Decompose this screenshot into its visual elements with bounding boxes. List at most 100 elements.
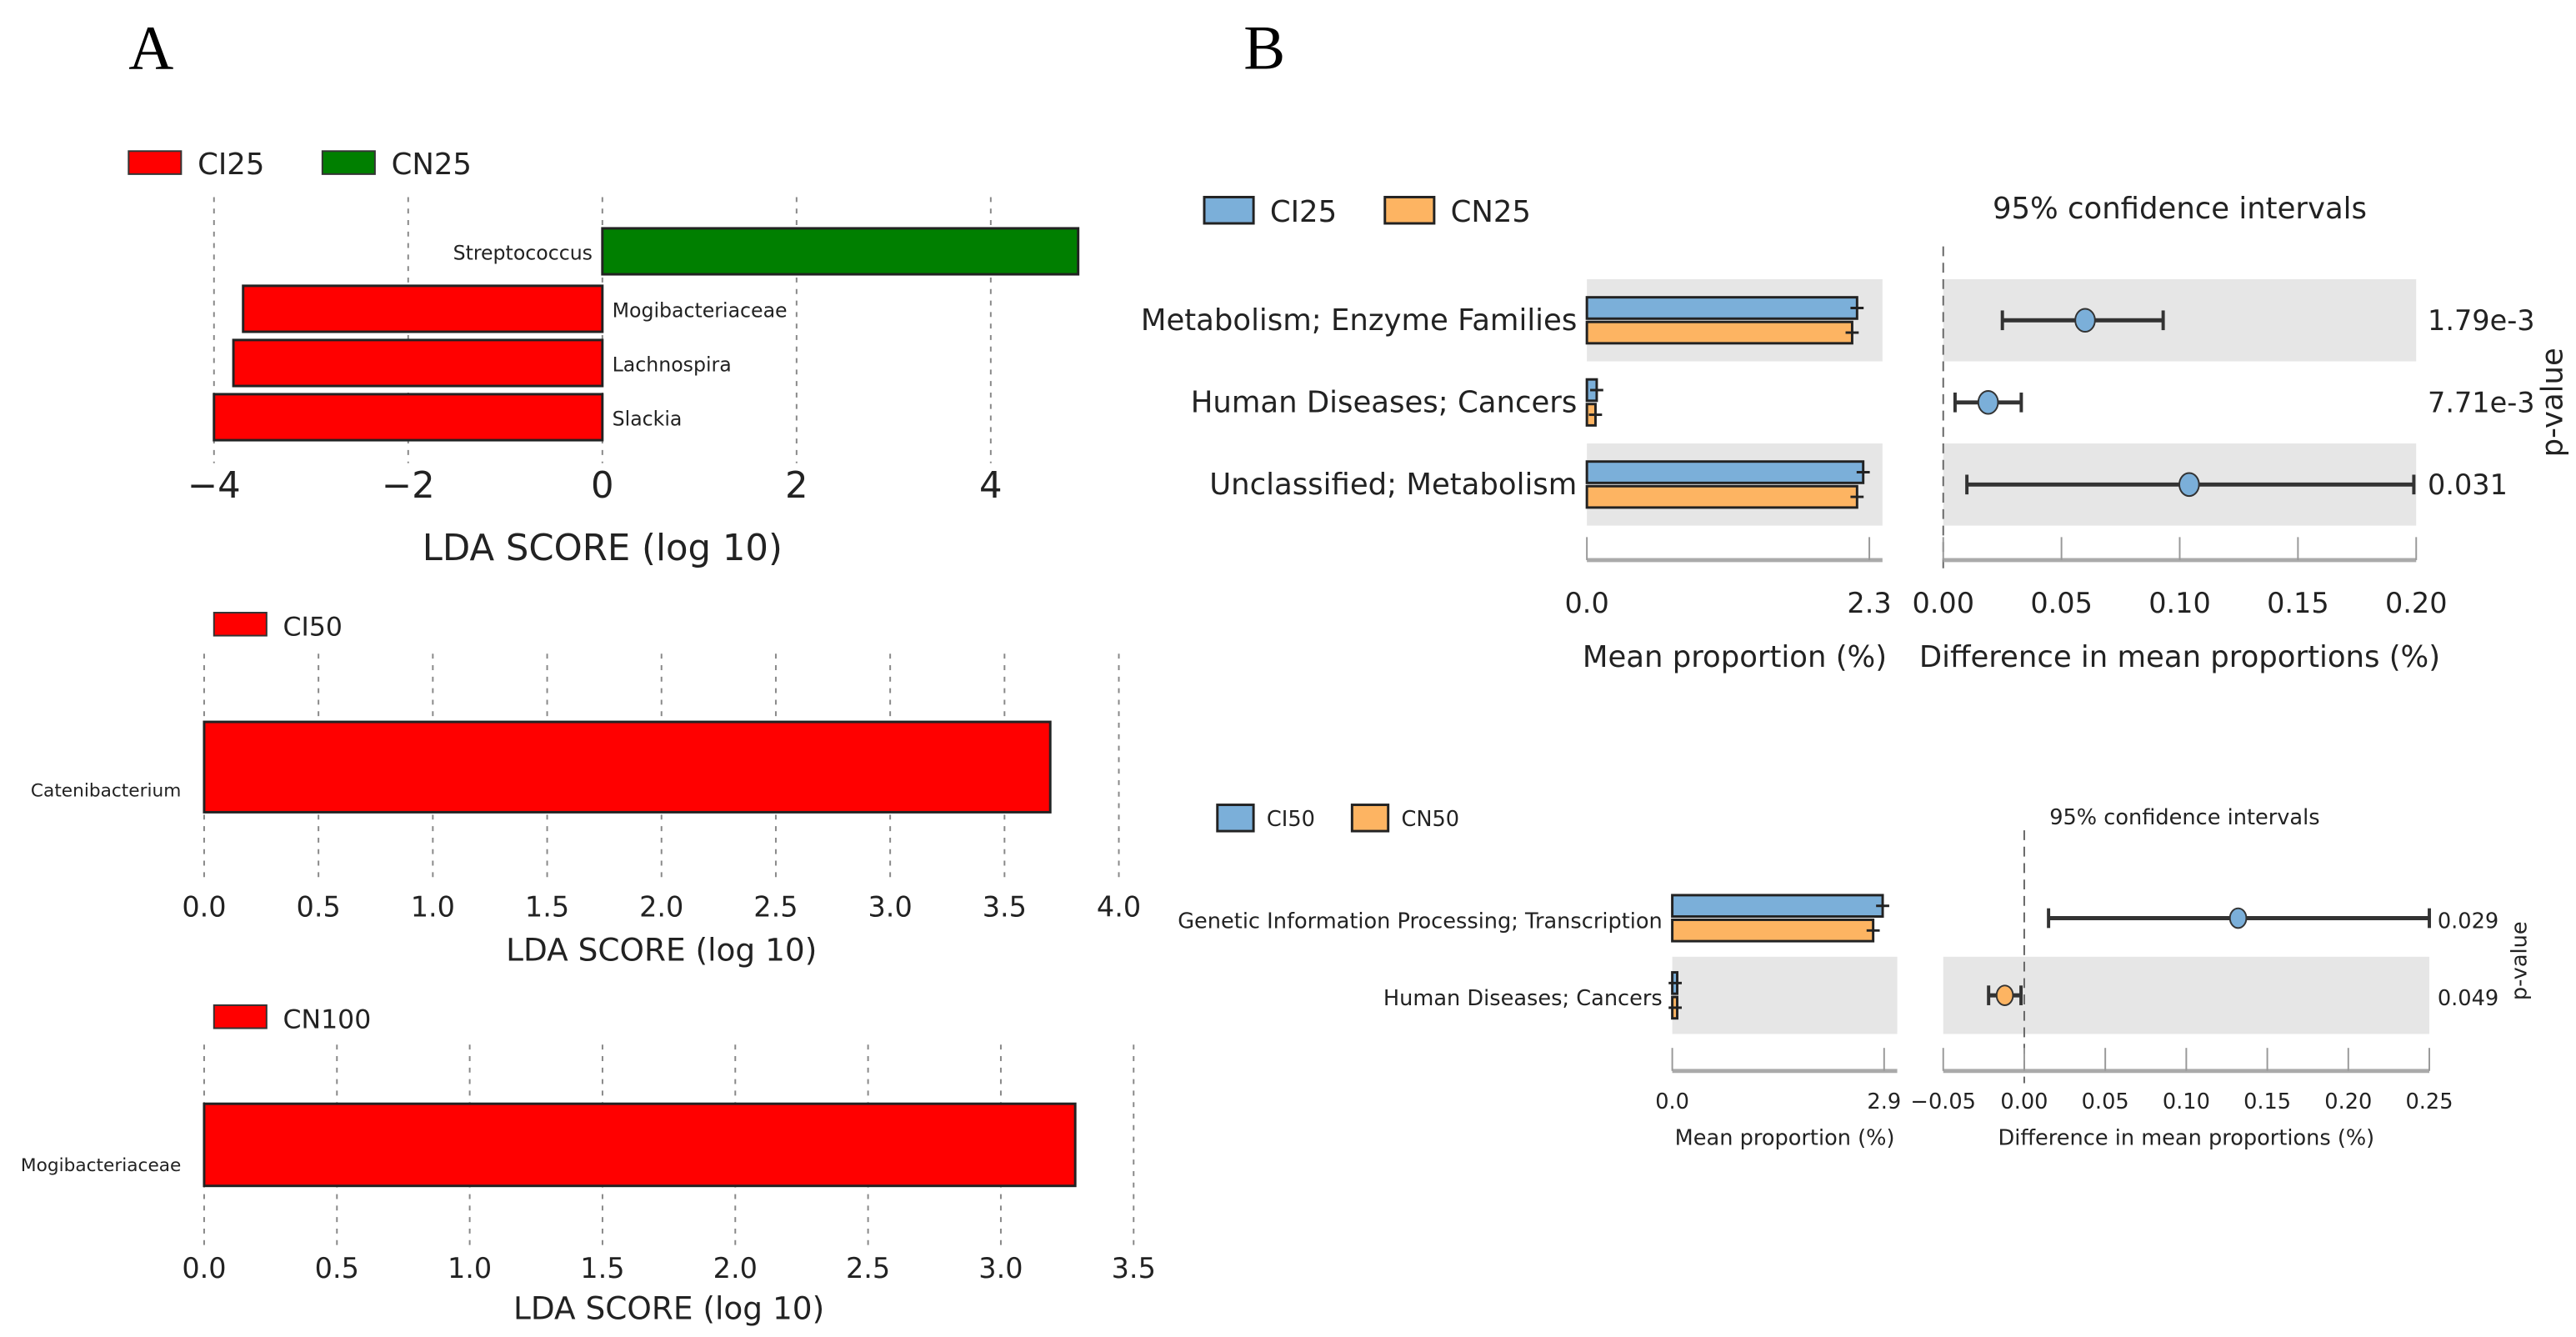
x-tick-label: 0.15 <box>2243 1089 2291 1114</box>
difference-point <box>2074 308 2096 333</box>
lda-bar <box>213 393 604 442</box>
legend-swatch <box>321 150 376 175</box>
panel-label-b: B <box>1243 14 1285 83</box>
category-label: Human Diseases; Cancers <box>1191 386 1578 420</box>
x-axis-label: Difference in mean proportions (%) <box>1919 640 2440 674</box>
x-tick-label: 0.5 <box>297 891 341 924</box>
x-tick-label: 2.9 <box>1867 1089 1901 1114</box>
x-tick-label: 2.5 <box>753 891 798 924</box>
x-tick-label: 0.10 <box>2148 587 2211 619</box>
lda-bar <box>242 284 604 333</box>
panel-label-a: A <box>128 14 173 83</box>
p-value-label: 7.71e-3 <box>2428 387 2535 419</box>
category-label: Slackia <box>613 407 683 430</box>
category-label: Genetic Information Processing; Transcri… <box>1178 909 1663 934</box>
category-label: Human Diseases; Cancers <box>1383 986 1663 1011</box>
p-value-label: 0.031 <box>2428 468 2508 501</box>
mean-proportion-bar <box>1585 484 1858 509</box>
lda-bar <box>203 720 1052 814</box>
category-label: Mogibacteriaceae <box>613 298 788 322</box>
x-tick-label: 1.0 <box>411 891 455 924</box>
p-value-axis-label: p-value <box>2536 348 2570 457</box>
x-tick-label: 0.10 <box>2163 1089 2210 1114</box>
x-tick-label: 0.20 <box>2324 1089 2372 1114</box>
legend-label: CN100 <box>283 1005 372 1035</box>
p-value-label: 0.029 <box>2438 909 2498 934</box>
category-label: Mogibacteriaceae <box>21 1155 181 1176</box>
difference-point <box>2178 472 2200 498</box>
difference-point <box>1995 984 2014 1006</box>
lda-bar <box>601 227 1080 276</box>
x-tick-label: 0.00 <box>2000 1089 2048 1114</box>
x-tick-label: 0.05 <box>2082 1089 2129 1114</box>
legend-label: CN25 <box>392 148 472 182</box>
p-value-label: 1.79e-3 <box>2428 304 2535 337</box>
legend-swatch <box>213 1004 268 1029</box>
p-value-axis-label: p-value <box>2507 921 2532 1000</box>
x-axis-label: LDA SCORE (log 10) <box>506 932 817 969</box>
x-tick-label: 1.0 <box>448 1252 492 1284</box>
legend-label: CI25 <box>1270 195 1337 229</box>
mean-proportion-bar <box>1671 894 1884 919</box>
category-label: Lachnospira <box>613 353 732 376</box>
legend-label: CN25 <box>1451 195 1531 229</box>
mean-proportion-bar <box>1585 296 1858 320</box>
x-tick-label: 1.5 <box>525 891 569 924</box>
x-tick-label: 1.5 <box>580 1252 624 1284</box>
row-shade <box>1672 956 1898 1034</box>
x-tick-label: 3.5 <box>983 891 1027 924</box>
x-axis-label: Difference in mean proportions (%) <box>1998 1125 2375 1150</box>
x-tick-label: −4 <box>188 465 241 507</box>
mean-proportion-bar <box>1585 460 1865 484</box>
lda-bar <box>232 338 604 388</box>
x-tick-label: 0.0 <box>182 891 226 924</box>
x-axis-label: LDA SCORE (log 10) <box>423 528 783 569</box>
legend-swatch <box>128 150 183 175</box>
legend-swatch <box>213 612 268 637</box>
mean-proportion-bar <box>1585 320 1853 345</box>
category-label: Catenibacterium <box>31 781 181 802</box>
x-tick-label: 0.0 <box>1565 587 1609 619</box>
legend-label: CI25 <box>198 148 264 182</box>
legend-label: CI50 <box>283 613 343 643</box>
row-shade <box>1587 278 1883 362</box>
x-tick-label: 0.25 <box>2405 1089 2453 1114</box>
x-tick-label: 3.5 <box>1112 1252 1156 1284</box>
x-tick-label: 0.20 <box>2385 587 2448 619</box>
ci-title: 95% confidence intervals <box>1993 192 2367 226</box>
x-tick-label: 3.0 <box>978 1252 1023 1284</box>
mean-proportion-bar <box>1671 919 1875 943</box>
x-tick-label: 0.5 <box>315 1252 359 1284</box>
x-tick-label: 0.0 <box>1655 1089 1689 1114</box>
legend-swatch <box>1383 195 1436 225</box>
lda-bar <box>203 1102 1077 1188</box>
category-label: Metabolism; Enzyme Families <box>1141 303 1577 338</box>
x-tick-label: 0.0 <box>182 1252 226 1284</box>
x-tick-label: 2.3 <box>1847 587 1891 619</box>
x-tick-label: 0.05 <box>2030 587 2093 619</box>
legend-swatch <box>1350 804 1390 833</box>
x-tick-label: 4 <box>979 465 1003 507</box>
x-tick-label: 2.5 <box>846 1252 890 1284</box>
category-label: Unclassified; Metabolism <box>1209 468 1577 502</box>
legend-swatch <box>1216 804 1255 833</box>
category-label: Streptococcus <box>453 241 593 264</box>
p-value-label: 0.049 <box>2438 986 2498 1011</box>
x-axis-label: LDA SCORE (log 10) <box>513 1289 824 1326</box>
legend-label: CI50 <box>1267 807 1315 832</box>
x-tick-label: 0 <box>591 465 614 507</box>
x-tick-label: 0.15 <box>2267 587 2329 619</box>
x-axis-label: Mean proportion (%) <box>1583 640 1887 674</box>
x-tick-label: −2 <box>382 465 435 507</box>
x-tick-label: 3.0 <box>868 891 913 924</box>
x-tick-label: −0.05 <box>1910 1089 1975 1114</box>
x-tick-label: 2.0 <box>713 1252 758 1284</box>
legend-swatch <box>1203 195 1255 225</box>
ci-title: 95% confidence intervals <box>2049 805 2319 830</box>
x-tick-label: 2.0 <box>639 891 683 924</box>
legend-label: CN50 <box>1401 807 1459 832</box>
difference-point <box>2228 907 2248 929</box>
row-shade <box>1587 443 1883 526</box>
x-tick-label: 0.00 <box>1912 587 1974 619</box>
